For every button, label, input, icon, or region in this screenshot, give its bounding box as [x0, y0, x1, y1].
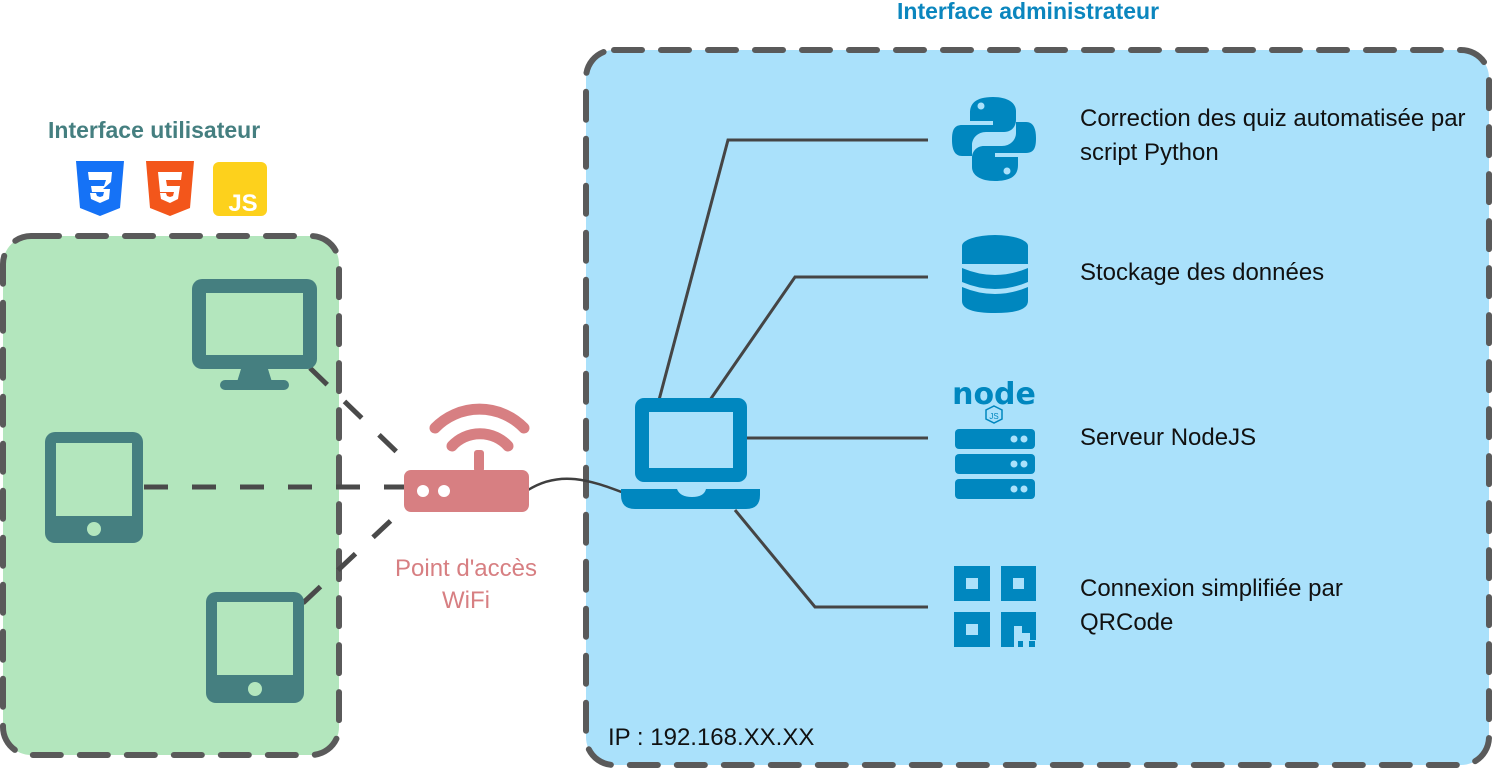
feature-qrcode-label: Connexion simplifiée par QRCode	[1080, 575, 1343, 636]
wifi-links	[144, 366, 407, 605]
link-database	[708, 275, 928, 401]
ip-address-label: IP : 192.168.XX.XX	[608, 724, 815, 751]
javascript-icon: JS	[213, 162, 267, 217]
database-icon	[962, 235, 1028, 313]
desktop-icon	[192, 279, 317, 390]
tablet-icon	[206, 592, 304, 703]
feature-database-label: Stockage des données	[1080, 259, 1325, 286]
qrcode-icon	[954, 566, 1036, 647]
nodejs-badge-text: JS	[989, 412, 998, 421]
js-badge-text: JS	[228, 190, 257, 217]
css3-icon	[76, 161, 124, 216]
admin-zone-title: Interface administrateur	[897, 0, 1160, 24]
user-zone-title: Interface utilisateur	[48, 117, 261, 143]
nodejs-server-icon: node JS	[952, 377, 1036, 499]
link-desktop-router	[308, 366, 407, 462]
access-point-label-line1: Point d'accès	[395, 555, 537, 582]
feature-nodejs-label: Serveur NodeJS	[1080, 424, 1257, 451]
router-laptop-cable	[527, 477, 625, 495]
feature-links	[657, 138, 928, 609]
laptop-icon	[621, 398, 760, 509]
tablet-icon	[45, 432, 143, 543]
python-icon	[952, 97, 1036, 181]
html5-icon	[146, 161, 194, 216]
link-tablet2-router	[301, 510, 402, 605]
feature-python-label: Correction des quiz automatisée par scri…	[1080, 105, 1466, 166]
access-point-label: Point d'accès WiFi	[376, 553, 556, 617]
link-qrcode	[733, 509, 928, 609]
admin-zone	[583, 47, 1492, 768]
access-point-label-line2: WiFi	[442, 587, 490, 614]
wifi-router-icon	[404, 403, 530, 512]
link-python	[657, 138, 928, 401]
